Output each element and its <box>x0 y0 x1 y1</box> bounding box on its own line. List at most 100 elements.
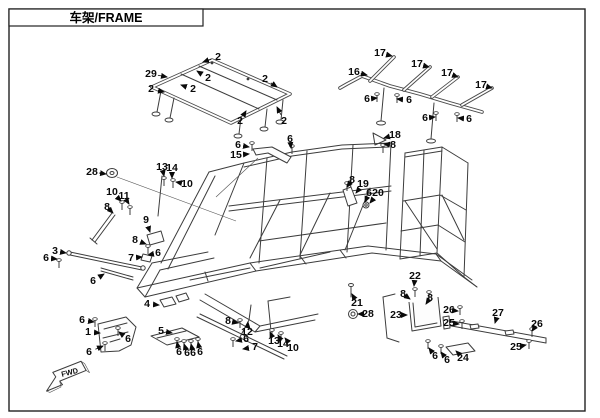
callout-label-21: 21 <box>351 297 363 309</box>
callout-leader <box>97 273 105 280</box>
callout-label-6: 6 <box>422 112 428 124</box>
callout-leader <box>147 250 155 257</box>
callout-label-24: 24 <box>457 352 469 364</box>
callout-leader <box>87 318 95 324</box>
callout-label-6: 6 <box>86 346 92 358</box>
callout-leader <box>403 293 411 300</box>
callout-leader <box>157 87 165 94</box>
callout-leader <box>422 62 430 69</box>
callout-label-14: 14 <box>166 162 178 174</box>
callout-label-6: 6 <box>79 314 85 326</box>
callout-label-5: 5 <box>158 325 164 337</box>
left-small-parts <box>56 168 237 281</box>
callout-leader <box>196 70 204 77</box>
callout-leader <box>369 196 377 204</box>
fwd-indicator: FWD <box>46 360 90 393</box>
callout-label-6: 6 <box>155 247 161 259</box>
callout-leader <box>455 350 463 358</box>
callout-label-6: 6 <box>406 94 412 106</box>
callout-label-17: 17 <box>441 67 453 79</box>
callout-leader <box>183 343 189 351</box>
callout-label-4: 4 <box>144 298 150 310</box>
callout-leader <box>240 110 247 118</box>
page-title: 车架/FRAME <box>70 10 143 25</box>
callout-leader <box>59 248 67 255</box>
callout-label-13: 13 <box>268 335 280 347</box>
callout-label-28: 28 <box>86 166 98 178</box>
frame-art <box>56 55 547 360</box>
callout-label-9: 9 <box>143 214 149 226</box>
callout-label-8: 8 <box>349 174 355 186</box>
callout-leader <box>180 84 188 90</box>
plate-part-24 <box>425 339 476 356</box>
callout-leader <box>269 331 276 339</box>
callout-label-23: 23 <box>390 309 402 321</box>
bracket-part-1 <box>92 316 137 353</box>
callout-leader <box>383 133 391 140</box>
callout-leader <box>277 334 284 342</box>
callout-leader <box>114 194 122 202</box>
callout-label-12: 12 <box>241 326 253 338</box>
callout-leader <box>276 106 283 115</box>
callout-label-15: 15 <box>230 149 242 161</box>
bracket-part-23 <box>382 287 442 343</box>
clamp-part-18 <box>372 132 387 146</box>
fwd-arrow-icon <box>46 360 87 392</box>
callout-label-10: 10 <box>287 342 299 354</box>
callout-leader <box>145 225 151 233</box>
callout-label-3: 3 <box>52 245 58 257</box>
callout-label-29: 29 <box>145 68 157 80</box>
callout-leader <box>139 239 147 245</box>
callout-leader <box>196 341 203 349</box>
callout-label-10: 10 <box>106 186 118 198</box>
callout-label-8: 8 <box>104 201 110 213</box>
title-box <box>8 8 204 27</box>
callout-label-2: 2 <box>215 51 221 63</box>
callout-leader <box>519 343 527 350</box>
callout-leader <box>175 180 183 187</box>
callout-label-17: 17 <box>374 47 386 59</box>
callout-leader <box>355 186 363 194</box>
callout-label-17: 17 <box>475 79 487 91</box>
callout-label-6: 6 <box>466 113 472 125</box>
callout-label-20: 20 <box>372 187 384 199</box>
callout-leader <box>202 57 212 63</box>
callout-label-1: 1 <box>85 326 91 338</box>
callout-label-16: 16 <box>348 66 360 78</box>
callout-leader <box>351 293 358 301</box>
callout-label-8: 8 <box>427 292 433 304</box>
callout-label-18: 18 <box>389 129 401 141</box>
callout-leader <box>106 206 114 214</box>
fwd-label: FWD <box>60 366 79 379</box>
callout-label-2: 2 <box>262 73 268 85</box>
callout-label-2: 2 <box>237 115 243 127</box>
callout-label-17: 17 <box>411 58 423 70</box>
support-bar-part-27 <box>442 305 547 350</box>
callout-leader <box>428 347 435 355</box>
callout-label-6: 6 <box>432 350 438 362</box>
callout-leader <box>231 318 239 325</box>
callout-label-2: 2 <box>148 83 154 95</box>
callout-leader <box>95 345 104 352</box>
callout-label-6: 6 <box>197 346 203 358</box>
callout-label-10: 10 <box>181 178 193 190</box>
callout-label-26: 26 <box>443 304 455 316</box>
callout-leader <box>175 341 182 349</box>
callout-label-11: 11 <box>118 190 129 202</box>
bracket-part-19 <box>342 186 358 207</box>
callout-leader <box>157 72 168 79</box>
callout-label-8: 8 <box>132 234 138 246</box>
callout-label-28: 28 <box>362 308 374 320</box>
callout-label-6: 6 <box>125 333 131 345</box>
bolt-part-21 <box>348 283 354 287</box>
rear-rack-part <box>338 55 494 154</box>
callout-leader <box>485 83 493 90</box>
callout-label-25: 25 <box>443 317 455 329</box>
callout-label-6: 6 <box>235 139 241 151</box>
callout-label-19: 19 <box>357 178 369 190</box>
callout-label-14: 14 <box>277 338 289 350</box>
callout-label-6: 6 <box>190 347 196 359</box>
